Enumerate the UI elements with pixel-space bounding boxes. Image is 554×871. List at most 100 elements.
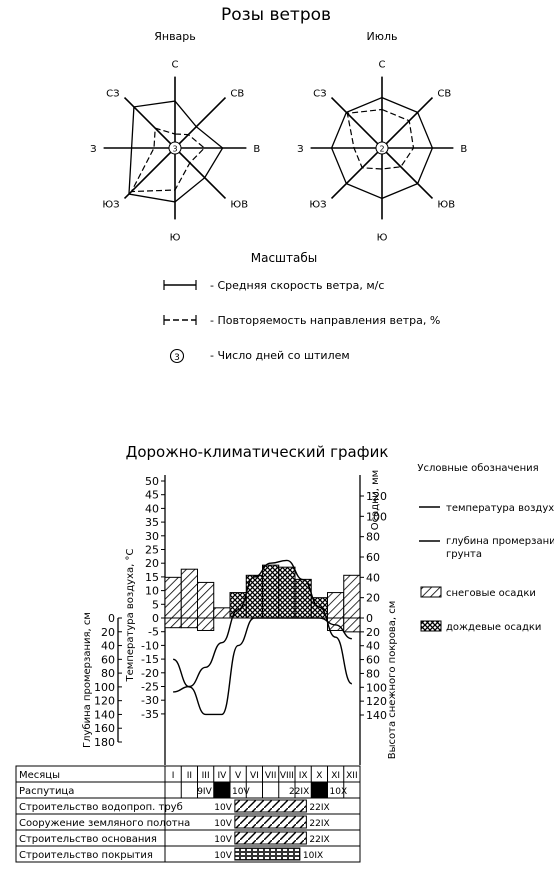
rose-calm-circle <box>168 141 182 155</box>
rose-dir-СЗ: СЗ <box>106 89 119 100</box>
temp-tick-label: -10 <box>141 639 159 652</box>
schedule-row-label: Сооружение земляного полотна <box>19 818 190 829</box>
schedule-row <box>15 845 361 863</box>
precip-tick-label: 80 <box>366 531 380 544</box>
schedule-row-label: Распутица <box>19 786 74 797</box>
rain-precip-bar <box>229 592 247 619</box>
legend-rain: дождевые осадки <box>446 622 541 633</box>
speed-symbol <box>163 280 197 290</box>
frost-depth-curve <box>172 617 353 716</box>
work-bar <box>234 831 307 845</box>
rose-dir-З: З <box>297 144 303 155</box>
rose-dir-ЮЗ: ЮЗ <box>102 199 119 210</box>
work-start: 10V <box>214 819 232 829</box>
precip-tick-label: 20 <box>366 592 380 605</box>
rose-dir-ЮВ: ЮВ <box>230 199 248 210</box>
rose-frequency-polygon <box>130 127 206 193</box>
raputitsa-spring <box>213 782 230 798</box>
temp-tick-label: -15 <box>141 653 159 666</box>
raputitsa-end-b: 22IX <box>289 787 309 797</box>
frost-axis-label: Глубина промерзания, см <box>82 612 93 748</box>
raputitsa-end-c: 10X <box>330 787 348 797</box>
snow-cover-bar <box>343 617 361 633</box>
rose-axis-3 <box>381 147 434 200</box>
frost-tick-label: 180 <box>94 736 115 749</box>
precip-tick-label: 100 <box>366 510 387 523</box>
rose-axis-1 <box>381 96 434 149</box>
frost-tick-label: 60 <box>101 653 115 666</box>
rose-month-label: Июль <box>366 30 397 43</box>
frost-tick-label: 120 <box>94 695 115 708</box>
work-bar <box>234 799 307 813</box>
snow-tick-label: 100 <box>366 681 387 694</box>
rose-month-label: Январь <box>154 30 196 43</box>
legend-snow: снеговые осадки <box>446 588 536 599</box>
raputitsa-start: 9IV <box>197 787 212 797</box>
rose-calm-days: 2 <box>379 145 384 154</box>
frost-tick-label: 20 <box>101 626 115 639</box>
temp-tick-label: 35 <box>145 516 159 529</box>
legend-frost-1: глубина промерзания <box>446 536 554 547</box>
rose-dir-ЮВ: ЮВ <box>437 199 455 210</box>
snow-cover-bar <box>180 617 198 629</box>
snow-tick-label: 40 <box>366 640 380 653</box>
snow-cover-bar <box>197 617 215 631</box>
work-end: 10IX <box>303 851 323 861</box>
month-label: XII <box>346 771 357 781</box>
schedule-row-label: Строительство покрытия <box>19 850 153 861</box>
calm-symbol: 3 <box>169 348 185 364</box>
snow-precip-bar <box>343 574 361 619</box>
work-end: 22IX <box>309 803 329 813</box>
work-bar <box>234 815 307 829</box>
temp-axis-label: Температура воздуха, °С <box>125 549 136 683</box>
legend-air-temp: температура воздуха <box>446 503 554 514</box>
work-bar <box>234 847 301 861</box>
temp-tick-label: -5 <box>148 626 159 639</box>
temp-tick-label: 45 <box>145 489 159 502</box>
temp-tick-label: 20 <box>145 557 159 570</box>
precip-axis-label: Осадки, мм <box>370 470 381 530</box>
snow-legend-swatch <box>420 586 442 598</box>
wind-title: Розы ветров <box>221 5 331 25</box>
climate-title: Дорожно-климатический график <box>126 443 389 461</box>
rose-axis-3 <box>174 147 227 200</box>
rose-dir-СВ: СВ <box>230 89 244 100</box>
snow-tick-label: 140 <box>366 709 387 722</box>
work-end: 22IX <box>309 835 329 845</box>
temp-tick-label: 0 <box>152 612 159 625</box>
rose-dir-Ю: Ю <box>377 232 388 243</box>
precip-tick-label: 40 <box>366 571 380 584</box>
frost-tick-label: 100 <box>94 681 115 694</box>
rose-speed-polygon <box>330 96 434 200</box>
month-label: IV <box>217 771 227 781</box>
temp-tick-label: 15 <box>145 571 159 584</box>
rose-axis-5 <box>123 147 176 200</box>
air-temperature-curve <box>173 559 353 693</box>
month-label: III <box>202 771 210 781</box>
month-label: VI <box>250 771 259 781</box>
snow-precip-bar <box>164 576 182 619</box>
month-label: VIII <box>280 771 294 781</box>
month-label: XI <box>331 771 340 781</box>
precip-tick-label: 60 <box>366 551 380 564</box>
rain-precip-bar <box>278 566 296 619</box>
frost-tick-label: 40 <box>101 640 115 653</box>
snow-precip-bar <box>180 568 198 619</box>
month-label: X <box>316 771 322 781</box>
rose-dir-С: С <box>379 60 386 71</box>
snow-precip-bar <box>327 592 345 619</box>
work-start: 10V <box>214 803 232 813</box>
precip-tick-label: 0 <box>366 612 373 625</box>
rose-speed-polygon <box>128 100 224 203</box>
schedule-row-label: Строительство водопроп. труб <box>19 802 183 813</box>
temp-tick-label: 50 <box>145 475 159 488</box>
rose-dir-В: В <box>460 144 467 155</box>
rain-precip-bar <box>245 574 263 619</box>
temp-tick-label: -30 <box>141 694 159 707</box>
frequency-symbol <box>163 315 197 325</box>
rose-dir-З: З <box>90 144 96 155</box>
legend-title: Условные обозначения <box>417 463 538 474</box>
raputitsa-autumn <box>311 782 328 798</box>
